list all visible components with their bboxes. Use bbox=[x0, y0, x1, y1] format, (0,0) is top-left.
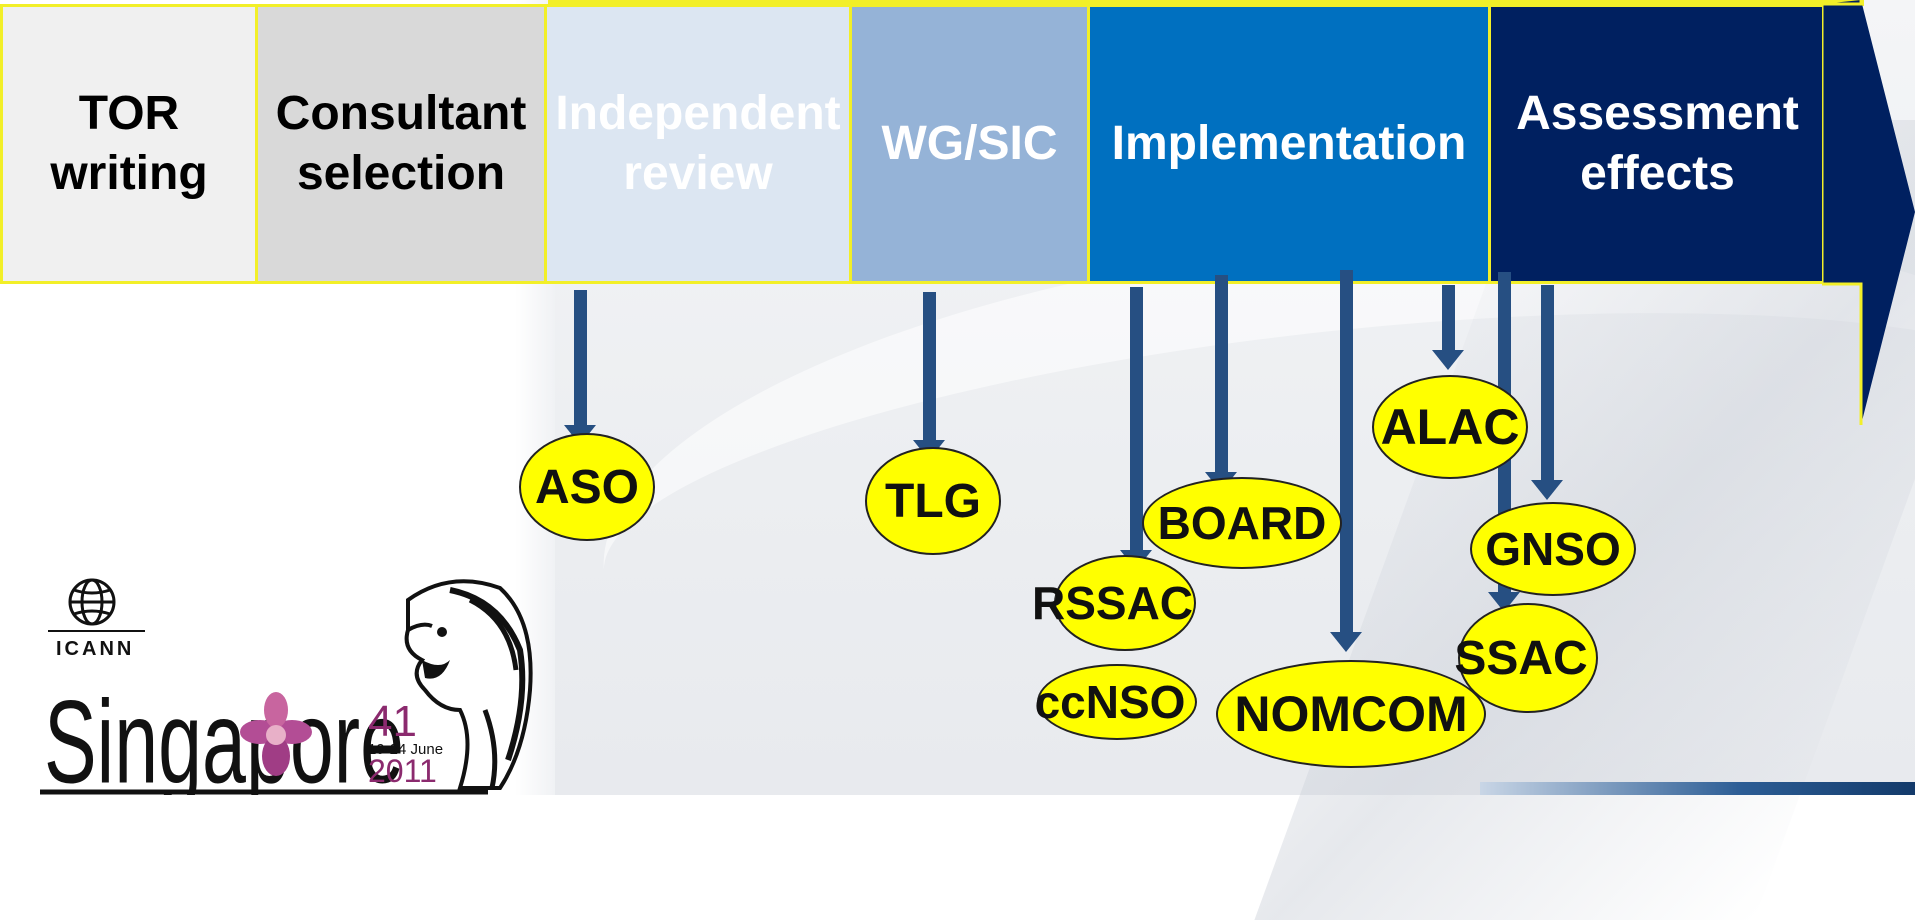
logo-city-text: Singapore bbox=[44, 677, 404, 795]
bubble-rssac: RSSAC bbox=[1032, 555, 1196, 651]
stage-independent-review: Independent review bbox=[544, 4, 852, 284]
orchid-icon bbox=[240, 692, 312, 776]
logo-org-text: ICANN bbox=[56, 638, 134, 660]
arrow-tip bbox=[1531, 480, 1563, 500]
bubble-nomcom: NOMCOM bbox=[1216, 660, 1486, 768]
stage-label: WG/SIC bbox=[881, 117, 1058, 170]
arrow-shaft bbox=[923, 292, 936, 442]
logo-dates: 19-24 June bbox=[368, 741, 443, 758]
stage-consultant-selection: Consultant selection bbox=[255, 4, 547, 284]
logo-meeting-number: 41 bbox=[368, 697, 417, 746]
logo-year: 2011 bbox=[368, 753, 437, 789]
stage-label: Consultant selection bbox=[275, 87, 527, 200]
icann-singapore-logo: ICANN Singapore 41 19-24 June 2011 bbox=[30, 560, 550, 808]
bubble-board: BOARD bbox=[1142, 477, 1342, 569]
bubble-ccnso: ccNSO bbox=[1034, 664, 1197, 740]
stage-wg-sic: WG/SIC bbox=[849, 4, 1090, 284]
stage-label: Implementation bbox=[1111, 117, 1467, 170]
stage-assessment-effects: Assessment effects bbox=[1488, 4, 1827, 284]
bubble-label: ALAC bbox=[1380, 399, 1520, 455]
bottom-accent-band bbox=[1480, 782, 1915, 795]
stage-label: Assessment effects bbox=[1516, 87, 1799, 200]
stage-label: TOR writing bbox=[50, 87, 208, 200]
arrow-shaft bbox=[1215, 275, 1228, 475]
bubble-label: GNSO bbox=[1485, 523, 1621, 575]
bubble-gnso: GNSO bbox=[1470, 502, 1636, 596]
arrow-shaft bbox=[1442, 285, 1455, 351]
bubble-label: ccNSO bbox=[1034, 676, 1186, 728]
globe-icon bbox=[68, 578, 116, 626]
bubble-ssac: SSAC bbox=[1454, 603, 1598, 713]
bubble-label: RSSAC bbox=[1032, 577, 1194, 629]
timeline-arrow-head bbox=[1822, 0, 1915, 425]
arrow-shaft bbox=[1340, 270, 1353, 635]
bubble-label: ASO bbox=[534, 460, 639, 514]
bubble-label: SSAC bbox=[1454, 631, 1588, 685]
arrow-tip bbox=[1432, 350, 1464, 370]
bubble-alac: ALAC bbox=[1372, 375, 1528, 479]
stage-label: Independent review bbox=[555, 87, 841, 200]
bubble-label: NOMCOM bbox=[1234, 686, 1468, 742]
bubble-tlg: TLG bbox=[865, 447, 1001, 555]
bubble-label: BOARD bbox=[1157, 497, 1327, 549]
arrow-shaft bbox=[1541, 285, 1554, 482]
arrow-tip bbox=[1330, 632, 1362, 652]
bubble-label: TLG bbox=[885, 474, 981, 528]
bubble-aso: ASO bbox=[519, 433, 655, 541]
timeline-top-border bbox=[548, 0, 1864, 6]
arrow-shaft bbox=[574, 290, 587, 428]
stage-tor-writing: TOR writing bbox=[0, 4, 258, 284]
stage-implementation: Implementation bbox=[1087, 4, 1491, 284]
merlion-icon bbox=[404, 579, 533, 790]
arrow-shaft bbox=[1130, 287, 1143, 552]
logo-graphic: ICANN Singapore 41 19-24 June 2011 bbox=[40, 578, 533, 808]
